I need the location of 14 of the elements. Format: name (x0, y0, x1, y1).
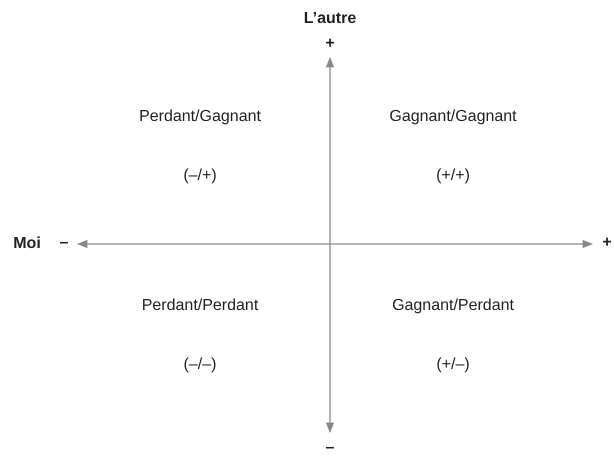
minus-sign: – (326, 439, 334, 457)
quadrant-sign: (–/+) (183, 167, 217, 185)
quadrant-label: Gagnant/Perdant (392, 297, 514, 315)
axis-label: Moi (13, 235, 41, 253)
plus-sign: + (602, 234, 612, 252)
minus-sign: – (60, 234, 68, 252)
quadrant-sign: (+/+) (436, 167, 470, 185)
plus-sign: + (325, 35, 335, 53)
axis-label: L’autre (304, 10, 356, 28)
quadrant-label: Perdant/Perdant (142, 297, 258, 315)
quadrant-sign: (+/–) (436, 356, 470, 374)
quadrant-sign: (–/–) (184, 356, 216, 374)
quadrant-label: Perdant/Gagnant (139, 108, 261, 126)
quadrant-label: Gagnant/Gagnant (389, 108, 517, 126)
